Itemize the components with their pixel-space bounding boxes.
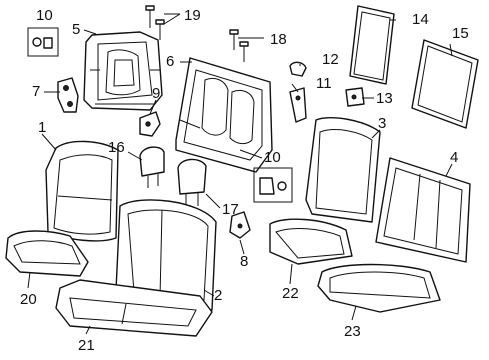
callout-3: 3 (378, 115, 386, 132)
callout-5: 5 (72, 21, 80, 38)
part-4-seatback-far-right (375, 157, 471, 263)
callout-22: 22 (282, 285, 299, 302)
part-17-headrest (177, 158, 207, 208)
callout-16: 16 (108, 139, 125, 156)
callout-12: 12 (322, 51, 339, 68)
callout-11: 11 (316, 75, 332, 92)
callout-4: 4 (450, 149, 458, 166)
part-11-latch (289, 87, 307, 123)
callout-14: 14 (412, 11, 429, 28)
part-22-cushion (269, 218, 353, 265)
part-16-headrest (139, 146, 165, 188)
part-10-clip-box-center (253, 167, 293, 203)
part-15-back-panel (411, 39, 479, 129)
part-6-seatback-frame-center (175, 57, 273, 173)
part-3-seatback-right-side (305, 117, 381, 223)
callout-8: 8 (240, 253, 248, 270)
part-1-seatback-left (45, 140, 119, 242)
part-21-cushion-right (55, 279, 213, 337)
callout-19: 19 (184, 7, 201, 24)
callout-21: 21 (78, 337, 95, 354)
callout-10-center: 10 (264, 149, 281, 166)
part-18-bolts (229, 29, 249, 62)
part-19-bolts (145, 5, 165, 40)
part-13-bracket (345, 87, 365, 107)
part-20-cushion-left (5, 230, 89, 277)
part-14-back-panel (349, 5, 395, 85)
leader-lines (27, 13, 453, 335)
callout-17: 17 (222, 201, 239, 218)
callout-1: 1 (38, 119, 46, 136)
part-8-bracket (229, 211, 251, 239)
callout-10-top: 10 (36, 7, 53, 24)
callout-20: 20 (20, 291, 37, 308)
callout-2: 2 (214, 287, 222, 304)
callout-15: 15 (452, 25, 469, 42)
part-10-clip-box-top (27, 27, 59, 57)
callout-6: 6 (166, 53, 174, 70)
part-5-seatback-frame-left (83, 31, 163, 111)
callout-7: 7 (32, 83, 40, 100)
part-7-bracket (57, 77, 79, 113)
callout-labels: 1 2 3 4 5 6 7 8 9 10 10 11 12 13 14 15 1… (20, 7, 469, 354)
callout-18: 18 (270, 31, 287, 48)
callout-13: 13 (376, 90, 393, 107)
callout-23: 23 (344, 323, 361, 340)
part-9-hinge (139, 111, 161, 137)
part-12-clip (289, 61, 307, 77)
part-23-cushion (317, 263, 441, 313)
callout-9: 9 (152, 85, 160, 102)
